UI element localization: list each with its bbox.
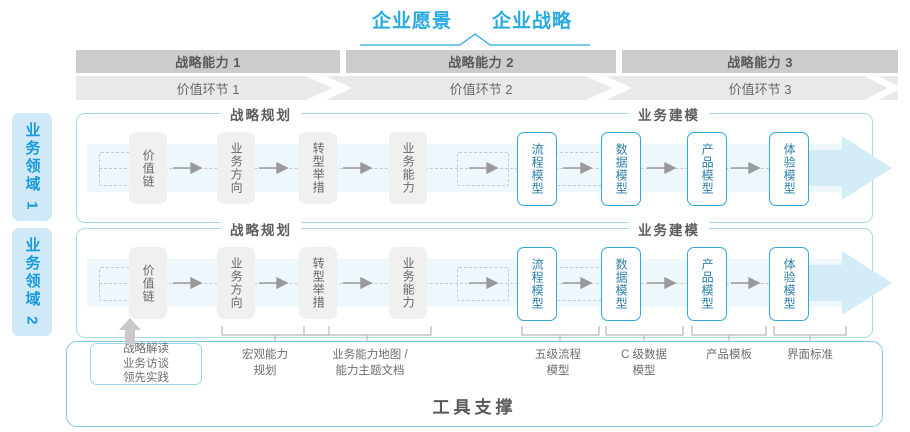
flow-arrow-icon [731,162,761,174]
capability-cell-1[interactable]: 战略能力 1 [76,50,340,73]
step-label: 业务能力 [401,257,416,309]
flow-arrow-icon [563,162,593,174]
flow-right-arrow-icon [782,251,892,315]
step-box[interactable]: 价值链 [129,132,167,204]
step-label: 价值链 [141,148,156,188]
step-box[interactable]: 流程模型 [517,132,557,206]
capability-cell-2[interactable]: 战略能力 2 [346,50,616,73]
step-box[interactable]: 产品模型 [687,247,727,321]
step-label: 转型举措 [311,142,326,194]
step-label: 价值链 [141,263,156,303]
tool-strategy-interpretation-text: 战略解读 业务访谈 领先实践 [123,342,169,385]
step-label: 数据模型 [614,143,629,195]
step-label: 体验模型 [782,143,797,195]
step-label: 业务方向 [229,257,244,309]
flow-arrow-icon [469,162,499,174]
domain-label-2[interactable]: 业务领域 2 [12,228,52,336]
tool-up-arrow-icon [119,318,141,344]
flow-arrow-icon [731,277,761,289]
step-box[interactable]: 数据模型 [601,247,641,321]
tool-label: 产品模板 [706,349,752,361]
vision-strategy-connector-icon [360,33,590,46]
value-chain-row: 价值环节 1 价值环节 2 价值环节 3 [76,76,898,100]
flow-arrow-icon [259,277,289,289]
domain-label-2-text: 业务领域 2 [23,236,41,328]
flow-arrow-icon [647,277,677,289]
tool-strategy-interpretation-box[interactable]: 战略解读 业务访谈 领先实践 [90,343,202,385]
step-label: 产品模型 [700,143,715,195]
value-chain-cell-2[interactable]: 价值环节 2 [449,81,513,97]
step-label: 流程模型 [530,143,545,195]
step-box[interactable]: 数据模型 [601,132,641,206]
tool-label: C 级数据 模型 [621,349,667,377]
flow-arrow-icon [469,277,499,289]
value-chain-cell-1[interactable]: 价值环节 1 [176,81,240,97]
enterprise-vision-title: 企业愿景 [372,11,453,32]
step-label: 业务方向 [229,142,244,194]
step-box[interactable]: 业务方向 [217,247,255,319]
domain-row-1: 战略规划 业务建模 价值链 业务方向 转型举措 业务能力 流程模型 数据模型 产… [76,104,892,223]
tool-support-title: 工具支撑 [432,398,517,417]
flow-arrow-icon [259,162,289,174]
flow-arrow-icon [173,162,203,174]
step-label: 业务能力 [401,142,416,194]
capability-cell-3[interactable]: 战略能力 3 [622,50,898,73]
tool-label: 界面标准 [787,349,833,361]
flow-arrow-icon [647,162,677,174]
section-title-business-modeling: 业务建模 [629,104,709,124]
section-title-strategic-planning: 战略规划 [221,219,301,239]
domain-label-1-text: 业务领域 1 [23,121,41,213]
domain-label-1[interactable]: 业务领域 1 [12,113,52,221]
step-box[interactable]: 业务能力 [389,247,427,319]
tool-support-container: 工具支撑 [66,341,883,427]
flow-arrow-icon [563,277,593,289]
step-box[interactable]: 体验模型 [769,247,809,321]
step-box[interactable]: 转型举措 [299,132,337,204]
step-box[interactable]: 价值链 [129,247,167,319]
step-label: 数据模型 [614,258,629,310]
dashed-placeholder [457,152,509,186]
section-title-business-modeling: 业务建模 [629,219,709,239]
step-box[interactable]: 转型举措 [299,247,337,319]
step-label: 体验模型 [782,258,797,310]
step-box[interactable]: 业务能力 [389,132,427,204]
strategic-capability-row: 战略能力 1 战略能力 2 战略能力 3 [76,50,898,73]
tool-label: 业务能力地图 / 能力主题文档 [332,349,408,377]
flow-right-arrow-icon [782,136,892,200]
step-label: 流程模型 [530,258,545,310]
step-box[interactable]: 产品模型 [687,132,727,206]
section-title-strategic-planning: 战略规划 [221,104,301,124]
flow-arrow-icon [343,162,373,174]
value-chain-cell-3[interactable]: 价值环节 3 [728,81,792,97]
enterprise-strategy-title: 企业战略 [492,11,573,32]
domain-row-2: 战略规划 业务建模 价值链 业务方向 转型举措 业务能力 流程模型 数据模型 产… [76,219,892,338]
step-box[interactable]: 体验模型 [769,132,809,206]
flow-arrow-icon [173,277,203,289]
tool-label: 宏观能力 规划 [242,349,288,377]
step-label: 转型举措 [311,257,326,309]
flow-arrow-icon [343,277,373,289]
value-chain-chevron-icon [76,76,898,100]
step-box[interactable]: 业务方向 [217,132,255,204]
step-label: 产品模型 [700,258,715,310]
step-box[interactable]: 流程模型 [517,247,557,321]
dashed-placeholder [457,267,509,301]
tool-label: 五级流程 模型 [535,349,581,377]
